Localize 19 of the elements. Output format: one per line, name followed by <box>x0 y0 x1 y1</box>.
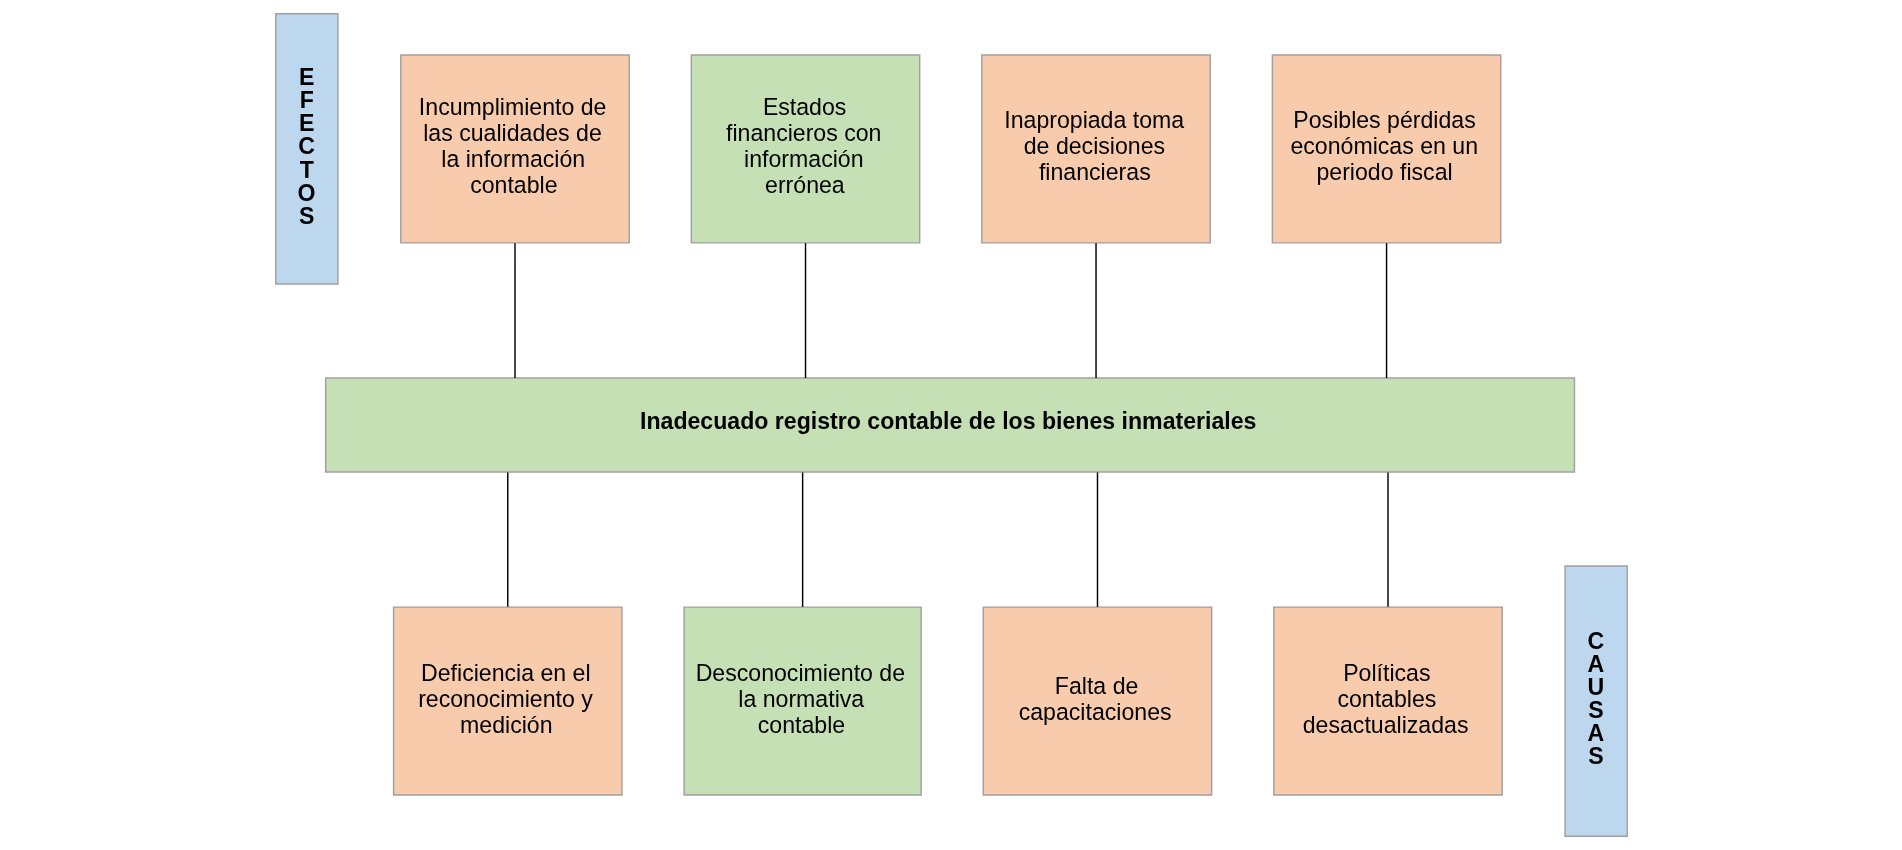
connector <box>1096 471 1098 608</box>
node-box: Inapropiada toma de decisiones financieras <box>980 54 1211 244</box>
node-box: Inadecuado registro contable de los bienes inmateriales <box>324 377 1575 473</box>
connector <box>1385 242 1387 379</box>
connector <box>801 471 803 608</box>
node-box: Falta de capacitaciones <box>982 606 1212 796</box>
connector <box>804 242 806 379</box>
node-box: Desconocimiento de la normativa contable <box>682 606 922 796</box>
node-box: E F E C T O S <box>274 13 339 285</box>
node-box: Incumplimiento de las cualidades de la información contable <box>399 54 630 244</box>
node-box: Deficiencia en el reconocimiento y medición <box>392 606 623 796</box>
node-box: Políticas contables desactualizadas <box>1272 606 1503 796</box>
connector <box>1094 242 1097 379</box>
connector <box>506 471 508 608</box>
node-box: Estados financieros con información errónea <box>690 54 920 244</box>
node-box: Posibles pérdidas económicas en un periodo fiscal <box>1271 54 1501 244</box>
connector <box>513 242 516 379</box>
connector <box>1386 471 1389 608</box>
node-box: C A U S A S <box>1563 565 1628 837</box>
